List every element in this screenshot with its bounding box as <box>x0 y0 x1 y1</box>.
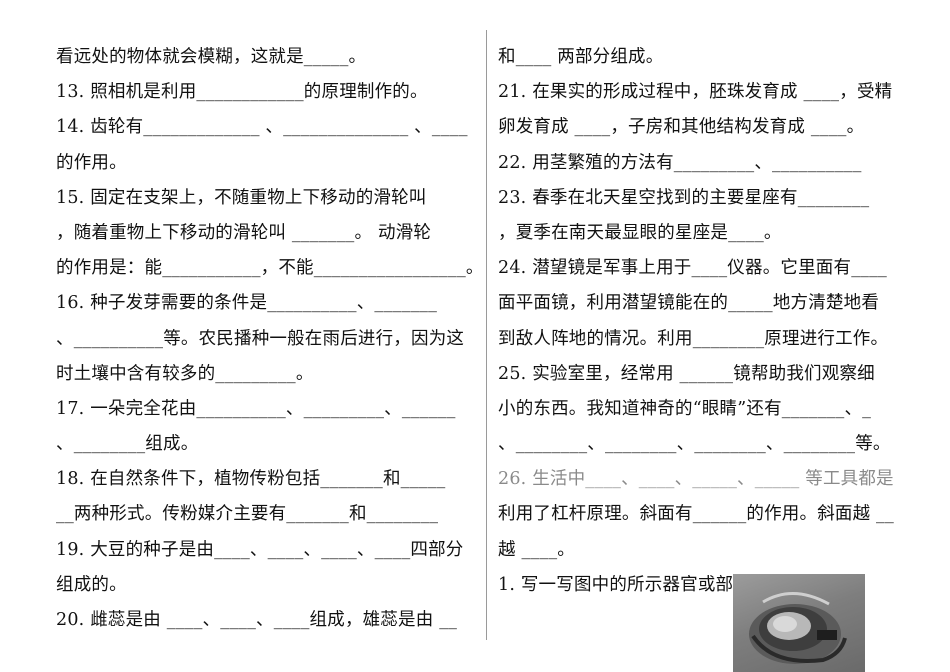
text-line: 利用了杠杆原理。斜面有______的作用。斜面越 __ <box>498 504 894 525</box>
text-line: 面平面镜，利用潜望镜能在的_____地方清楚地看 <box>498 293 880 314</box>
text-line: 、________、________、________、________等。 <box>498 434 891 455</box>
right-column: 和____ 两部分组成。 21. 在果实的形成过程中，胚珠发育成 ____，受精… <box>498 40 923 603</box>
text-line: 、________组成。 <box>56 434 199 455</box>
text-line: 卵发育成 ____，子房和其他结构发育成 ____。 <box>498 117 865 138</box>
column-divider <box>486 30 487 640</box>
organ-photo <box>733 574 865 672</box>
text-line: 越 ____。 <box>498 539 575 560</box>
text-line: 的作用是：能___________，不能_________________。 <box>56 258 484 279</box>
question-26: 26. 生活中____、____、_____、_____ 等工具都是 <box>498 469 894 490</box>
text-line: 到敌人阵地的情况。利用________原理进行工作。 <box>498 328 889 349</box>
question-15: 15. 固定在支架上，不随重物上下移动的滑轮叫 <box>56 187 427 208</box>
question-17: 17. 一朵完全花由__________、_________、______ <box>56 398 456 419</box>
text-line: __两种形式。传粉媒介主要有_______和________ <box>56 504 439 525</box>
question-23: 23. 春季在北天星空找到的主要星座有________ <box>498 187 870 208</box>
text-line: ，随着重物上下移动的滑轮叫 _______。 动滑轮 <box>56 222 432 243</box>
question-21: 21. 在果实的形成过程中，胚珠发育成 ____，受精 <box>498 82 893 103</box>
text-line: 组成的。 <box>56 574 127 595</box>
question-19: 19. 大豆的种子是由____、____、____、____四部分 <box>56 539 464 560</box>
question-18: 18. 在自然条件下，植物传粉包括_______和_____ <box>56 469 446 490</box>
text-line: 的作用。 <box>56 152 127 173</box>
question-24: 24. 潜望镜是军事上用于____仪器。它里面有____ <box>498 258 887 279</box>
text-line: 、__________等。农民播种一般在雨后进行，因为这 <box>56 328 465 349</box>
question-20: 20. 雌蕊是由 ____、____、____组成，雄蕊是由 __ <box>56 610 458 630</box>
text-line: 看远处的物体就会模糊，这就是_____。 <box>56 47 367 67</box>
question-16: 16. 种子发芽需要的条件是__________、_______ <box>56 293 438 314</box>
organ-illustration <box>749 592 847 664</box>
text-line: 时土壤中含有较多的_________。 <box>56 363 314 384</box>
question-25: 25. 实验室里，经常用 ______镜帮助我们观察细 <box>498 363 875 384</box>
question-13: 13. 照相机是利用____________的原理制作的。 <box>56 82 428 103</box>
question-14: 14. 齿轮有_____________ 、______________ 、__… <box>56 117 468 138</box>
text-line: 小的东西。我知道神奇的“眼睛”还有_______、_ <box>498 398 872 419</box>
text-line: 和____ 两部分组成。 <box>498 47 664 67</box>
text-line: ，夏季在南天最显眼的星座是____。 <box>498 222 782 243</box>
left-column: 看远处的物体就会模糊，这就是_____。 13. 照相机是利用_________… <box>56 40 484 638</box>
question-22: 22. 用茎繁殖的方法有_________、__________ <box>498 152 862 173</box>
